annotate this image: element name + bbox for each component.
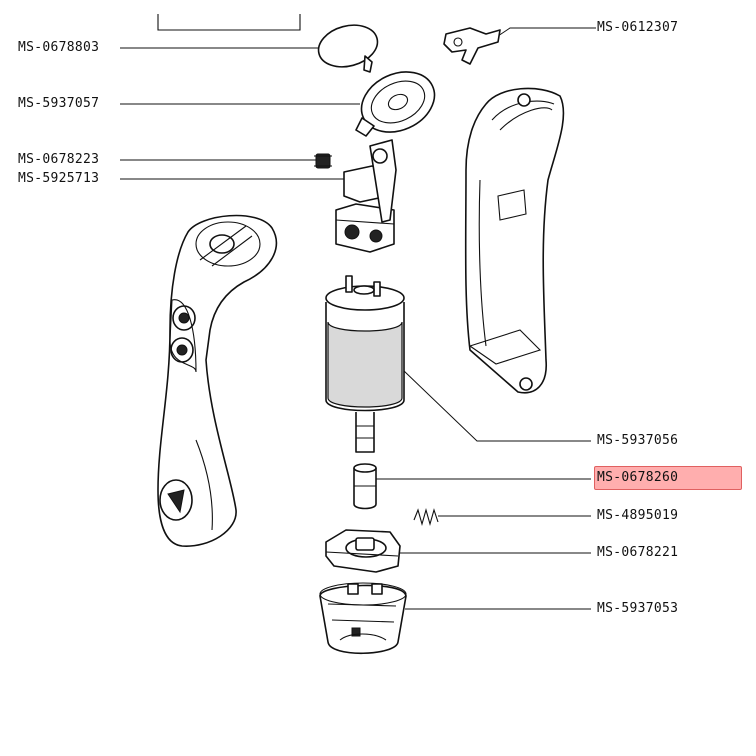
part-bracket — [325, 529, 401, 573]
label-ms-5937057[interactable]: MS-5937057 — [18, 96, 100, 111]
label-ms-0678260[interactable]: MS-0678260 — [597, 470, 679, 485]
label-ms-0678221[interactable]: MS-0678221 — [597, 545, 679, 560]
leader-ms-5937056 — [402, 369, 591, 442]
selected-part-highlight — [594, 466, 742, 490]
part-switch-block — [335, 139, 397, 253]
part-spring — [413, 507, 439, 527]
leader-ms-0612307 — [494, 27, 596, 39]
part-cup — [319, 582, 407, 655]
label-ms-0678223[interactable]: MS-0678223 — [18, 152, 100, 167]
label-ms-0612307[interactable]: MS-0612307 — [597, 20, 679, 35]
part-ring — [355, 71, 436, 137]
part-motor — [325, 275, 405, 453]
label-ms-4895019[interactable]: MS-4895019 — [597, 508, 679, 523]
part-small-gear — [314, 153, 332, 169]
label-ms-5937053[interactable]: MS-5937053 — [597, 601, 679, 616]
part-cap — [317, 24, 379, 73]
part-handle-right — [464, 87, 565, 394]
label-ms-5925713[interactable]: MS-5925713 — [18, 171, 100, 186]
part-handle-left — [157, 214, 278, 547]
frame-corner — [157, 14, 301, 31]
part-clip — [443, 27, 501, 65]
label-ms-0678803[interactable]: MS-0678803 — [18, 40, 100, 55]
label-ms-5937056[interactable]: MS-5937056 — [597, 433, 679, 448]
part-coupling — [353, 463, 377, 510]
